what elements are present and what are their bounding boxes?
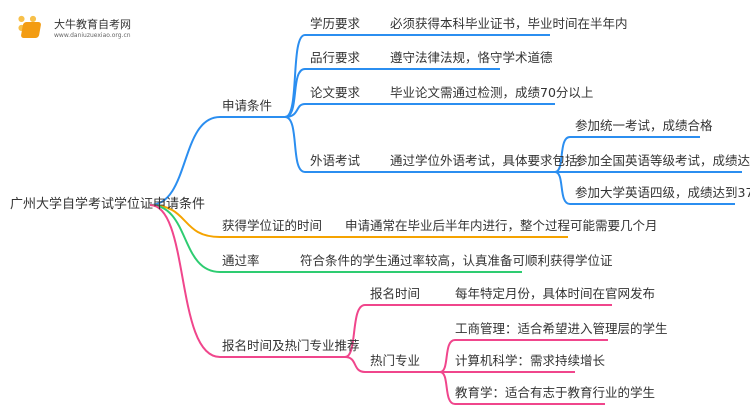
req-value: 遵守法律法规，恪守学术道德 bbox=[390, 50, 553, 65]
language-sub: 参加统一考试，成绩合格 bbox=[575, 118, 713, 133]
branch-majors: 报名时间及热门专业推荐 bbox=[222, 338, 360, 353]
signup-label: 报名时间 bbox=[370, 286, 421, 301]
hot-major: 教育学：适合有志于教育行业的学生 bbox=[455, 385, 656, 400]
branch-time-line bbox=[149, 204, 568, 238]
branch-majors-lines bbox=[149, 204, 612, 405]
req-value: 通过学位外语考试，具体要求包括: bbox=[390, 153, 582, 168]
hot-major: 工商管理：适合希望进入管理层的学生 bbox=[455, 321, 668, 336]
signup-value: 每年特定月份，具体时间在官网发布 bbox=[455, 286, 656, 301]
req-value: 必须获得本科毕业证书，毕业时间在半年内 bbox=[390, 16, 628, 31]
time-value: 申请通常在毕业后半年内进行，整个过程可能需要几个月 bbox=[345, 218, 658, 233]
logo-url: www.daniuzuexiao.org.cn bbox=[54, 32, 131, 39]
branch-time: 获得学位证的时间 bbox=[222, 218, 323, 233]
branch-rate: 通过率 bbox=[222, 253, 260, 268]
branch-rate-line bbox=[149, 204, 522, 273]
logo: ● ● ● 大牛教育自考网 www.daniuzuexiao.org.cn bbox=[18, 14, 132, 44]
language-sub: 参加大学英语四级，成绩达到375分以上 bbox=[575, 185, 750, 200]
branch-apply: 申请条件 bbox=[222, 98, 273, 113]
branch-apply-lines bbox=[149, 34, 742, 206]
req-value: 毕业论文需通过检测，成绩70分以上 bbox=[390, 85, 594, 100]
root-topic: 广州大学自学考试学位证申请条件 bbox=[10, 197, 206, 212]
req-label: 外语考试 bbox=[310, 153, 361, 168]
rate-value: 符合条件的学生通过率较高，认真准备可顺利获得学位证 bbox=[300, 253, 613, 268]
language-sub: 参加全国英语等级考试，成绩达到60分以上 bbox=[575, 153, 750, 168]
req-label: 品行要求 bbox=[310, 50, 361, 65]
req-label: 学历要求 bbox=[310, 16, 361, 31]
logo-name: 大牛教育自考网 bbox=[54, 18, 131, 31]
req-label: 论文要求 bbox=[310, 85, 361, 100]
hot-label: 热门专业 bbox=[370, 353, 421, 368]
hot-major: 计算机科学：需求持续增长 bbox=[455, 353, 606, 368]
